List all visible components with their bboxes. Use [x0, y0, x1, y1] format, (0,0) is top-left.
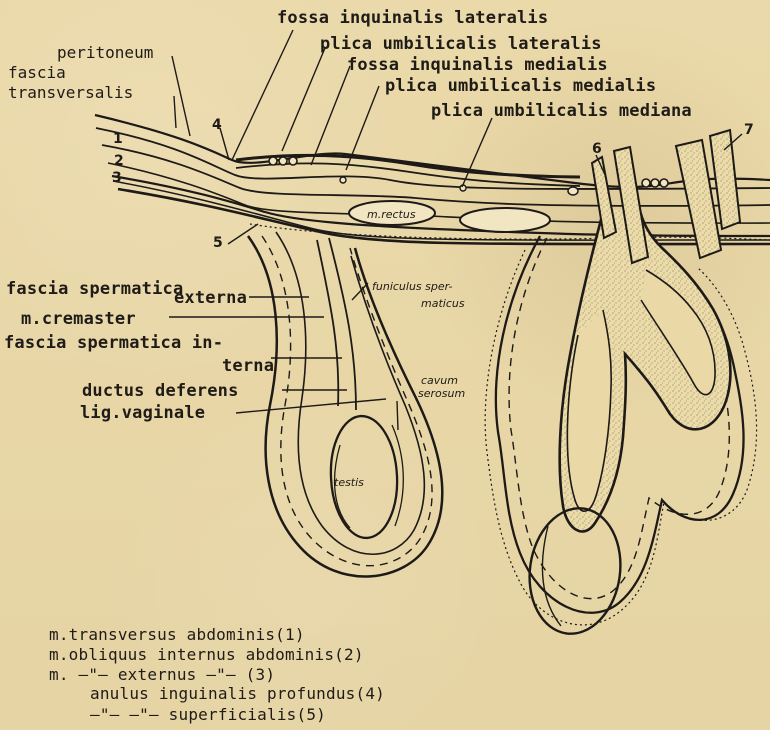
vessel-oval-6: [568, 187, 578, 195]
vessel-oval-4: [340, 177, 346, 183]
abdominal-wall-layers: [95, 115, 770, 244]
label-testis: testis: [334, 476, 364, 489]
label-m-rectus: m.rectus: [367, 208, 416, 221]
label-funiculus-line2: maticus: [421, 297, 465, 310]
vessel-oval-1: [269, 157, 277, 165]
label-number-1: 1: [113, 131, 123, 147]
vessel-oval-9: [660, 179, 668, 187]
rectus-muscle-2: [460, 208, 550, 232]
label-plica-umbilicalis-mediana: plica umbilicalis mediana: [431, 101, 692, 121]
leader-plica-lateralis: [282, 48, 325, 151]
vessel-oval-8: [651, 179, 659, 187]
label-lig-vaginale: lig.vaginale: [80, 403, 205, 423]
leader-lig-vaginale: [236, 399, 386, 413]
layer-line-2: [96, 128, 770, 189]
label-ductus-deferens: ductus deferens: [82, 381, 239, 401]
legend-line-4: anulus inguinalis profundus(4): [90, 684, 385, 703]
legend-line-3: m. —"— externus —"— (3): [49, 665, 275, 684]
vessel-oval-7: [642, 179, 650, 187]
label-plica-umbilicalis-lateralis: plica umbilicalis lateralis: [320, 34, 602, 54]
layer-line-4: [108, 163, 770, 223]
leader-fossa-medialis: [311, 66, 350, 165]
label-number-4: 4: [212, 117, 222, 133]
label-fascia-spermatica-interna-line1: fascia spermatica in-: [4, 333, 223, 353]
leader-5: [228, 224, 258, 244]
label-number-5: 5: [213, 235, 223, 251]
leader-cavum-serosum: [397, 401, 398, 430]
right-testis-inner: [542, 526, 561, 626]
right-cord-tube-1: [592, 157, 616, 238]
leader-plica-mediana: [462, 118, 492, 187]
label-cavum-line2: serosum: [418, 387, 465, 400]
legend-line-5: —"— —"— superficialis(5): [90, 705, 326, 724]
label-fascia-spermatica-interna-line2: terna: [222, 356, 274, 376]
label-funiculus-line1: funiculus sper-: [372, 280, 453, 293]
label-m-cremaster: m.cremaster: [21, 309, 136, 329]
label-fascia-spermatica-externa-line1: fascia spermatica: [6, 279, 183, 299]
label-number-6: 6: [592, 141, 602, 157]
leader-fossa-lateralis: [232, 30, 293, 160]
label-fascia-transversalis-line1: fascia: [8, 63, 66, 82]
label-number-3: 3: [112, 170, 122, 186]
vessel-oval-2: [279, 157, 287, 165]
vessel-oval-3: [289, 157, 297, 165]
label-fossa-inguinalis-lateralis: fossa inquinalis lateralis: [277, 8, 548, 28]
label-fossa-inguinalis-medialis: fossa inquinalis medialis: [347, 55, 608, 75]
label-peritoneum: peritoneum: [57, 43, 153, 62]
label-number-7: 7: [744, 122, 754, 138]
layer-line-top: [95, 115, 770, 187]
label-number-2: 2: [114, 153, 124, 169]
label-fascia-transversalis-line2: transversalis: [8, 83, 133, 102]
label-fascia-spermatica-externa-line2: externa: [174, 288, 247, 308]
layer-line-6: [113, 181, 770, 240]
label-plica-umbilicalis-medialis: plica umbilicalis medialis: [385, 76, 656, 96]
label-cavum-line1: cavum: [421, 374, 458, 387]
legend-line-1: m.transversus abdominis(1): [49, 625, 305, 644]
leader-fascia-transversalis: [174, 96, 176, 128]
legend-line-2: m.obliquus internus abdominis(2): [49, 645, 364, 664]
